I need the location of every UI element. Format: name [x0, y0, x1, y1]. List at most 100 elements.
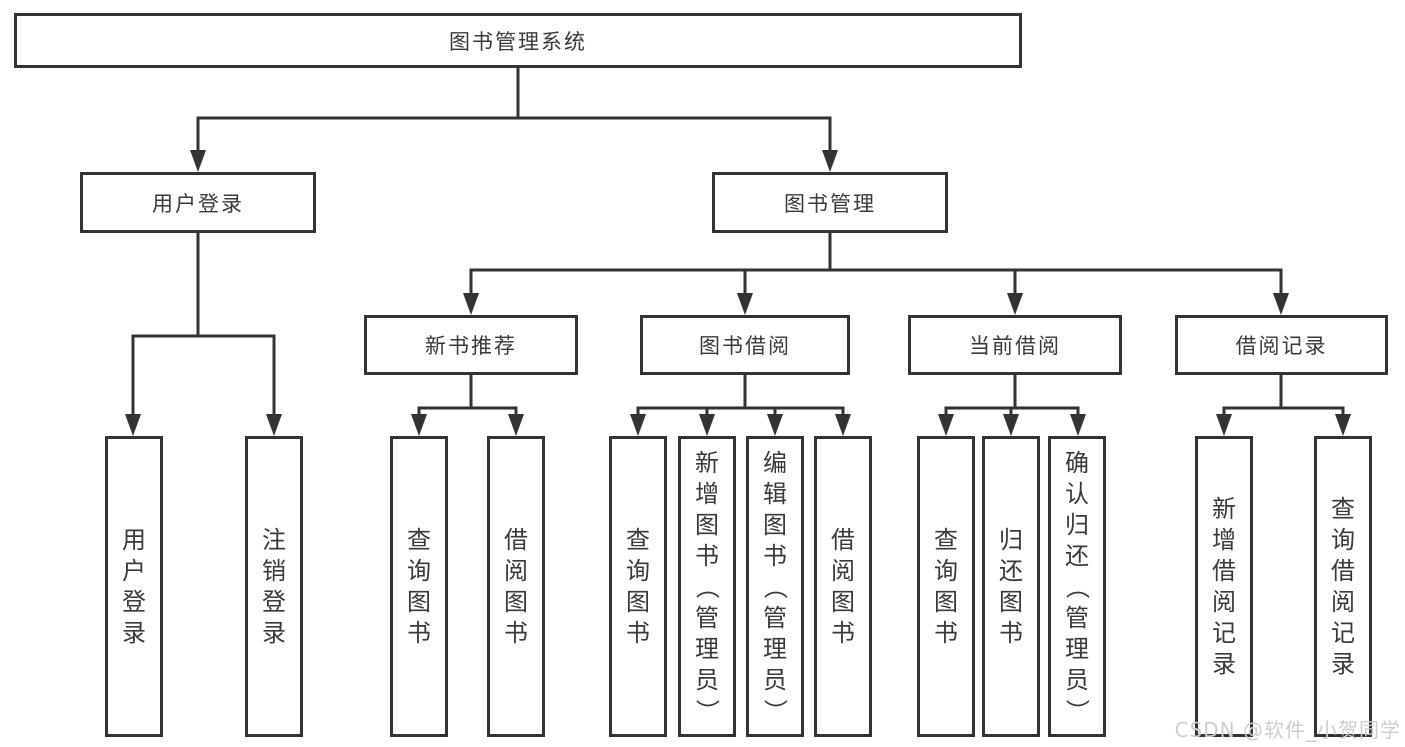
leaf-return-book: 归还图书: [982, 436, 1040, 737]
node-borrow-records-label: 借阅记录: [1235, 334, 1328, 358]
vertical-char: 借: [1212, 557, 1236, 585]
vertical-char: 图: [407, 588, 431, 616]
vertical-char: 查: [1331, 495, 1355, 523]
leaf-edit-book-admin-label: 编辑图书（管理员）: [749, 439, 801, 734]
vertical-char: 员: [695, 665, 719, 694]
vertical-char: 查: [407, 526, 431, 554]
arrowhead-down-icon: [1273, 293, 1289, 315]
leaf-borrow-books-recommend: 借阅图书: [487, 436, 545, 737]
node-book-management-label: 图书管理: [784, 191, 876, 216]
vertical-char: 书: [831, 619, 855, 647]
arrowhead-down-icon: [1216, 414, 1232, 436]
vertical-char: 图: [999, 588, 1023, 616]
vertical-char: （: [761, 574, 789, 599]
vertical-char: 录: [122, 619, 146, 647]
leaf-borrow-books-label: 借阅图书: [817, 439, 869, 734]
leaf-query-books-current: 查询图书: [917, 436, 975, 737]
vertical-char: 注: [262, 526, 286, 554]
vertical-char: 图: [504, 588, 528, 616]
vertical-char: 登: [122, 588, 146, 616]
vertical-char: 用: [122, 526, 146, 554]
node-book-borrow-label: 图书借阅: [699, 334, 791, 358]
vertical-char: ）: [1063, 698, 1091, 723]
vertical-char: 借: [504, 526, 528, 554]
vertical-char: 归: [999, 526, 1023, 554]
arrowhead-down-icon: [630, 414, 646, 436]
vertical-char: 书: [504, 619, 528, 647]
arrowhead-down-icon: [266, 414, 282, 436]
leaf-query-borrow-record: 查询借阅记录: [1314, 436, 1372, 737]
vertical-char: 销: [262, 557, 286, 585]
vertical-char: 阅: [504, 557, 528, 585]
vertical-char: 认: [1065, 479, 1089, 508]
vertical-char: 书: [934, 619, 958, 647]
vertical-char: 归: [1065, 510, 1089, 539]
leaf-confirm-return-admin: 确认归还（管理员）: [1048, 436, 1106, 737]
arrowhead-down-icon: [508, 414, 524, 436]
vertical-char: 书: [999, 619, 1023, 647]
vertical-char: ）: [761, 698, 789, 723]
node-borrow-records: 借阅记录: [1175, 315, 1388, 375]
vertical-char: 记: [1212, 619, 1236, 647]
node-current-borrow-label: 当前借阅: [969, 334, 1061, 358]
vertical-char: 借: [831, 526, 855, 554]
vertical-char: 增: [1212, 526, 1236, 554]
vertical-char: ）: [693, 698, 721, 723]
vertical-char: 还: [999, 557, 1023, 585]
leaf-confirm-return-admin-label: 确认归还（管理员）: [1051, 439, 1103, 734]
node-book-management: 图书管理: [712, 172, 948, 233]
vertical-char: 书: [695, 541, 719, 570]
node-current-borrow: 当前借阅: [908, 315, 1122, 375]
vertical-char: 图: [831, 588, 855, 616]
vertical-char: 询: [934, 557, 958, 585]
arrowhead-down-icon: [1070, 414, 1086, 436]
vertical-char: 书: [763, 541, 787, 570]
vertical-char: 还: [1065, 541, 1089, 570]
vertical-char: 理: [1065, 634, 1089, 663]
vertical-char: 图: [626, 588, 650, 616]
arrowhead-down-icon: [190, 150, 206, 172]
vertical-char: 管: [763, 603, 787, 632]
vertical-char: 查: [934, 526, 958, 554]
arrowhead-down-icon: [835, 414, 851, 436]
leaf-user-login: 用户登录: [105, 436, 163, 737]
leaf-query-books-borrow: 查询图书: [609, 436, 667, 737]
vertical-char: 图: [934, 588, 958, 616]
arrowhead-down-icon: [699, 414, 715, 436]
vertical-char: 记: [1331, 619, 1355, 647]
vertical-char: 书: [626, 619, 650, 647]
vertical-char: 确: [1065, 448, 1089, 477]
vertical-char: 登: [262, 588, 286, 616]
leaf-add-book-admin-label: 新增图书（管理员）: [681, 439, 733, 734]
leaf-query-borrow-record-label: 查询借阅记录: [1317, 439, 1369, 734]
vertical-char: 图: [763, 510, 787, 539]
vertical-char: 书: [407, 619, 431, 647]
leaf-logout: 注销登录: [245, 436, 303, 737]
vertical-char: 阅: [831, 557, 855, 585]
vertical-char: 查: [626, 526, 650, 554]
node-book-borrow: 图书借阅: [640, 315, 850, 375]
vertical-char: 理: [763, 634, 787, 663]
leaf-return-book-label: 归还图书: [985, 439, 1037, 734]
node-user-login-label: 用户登录: [152, 191, 244, 216]
node-root-label: 图书管理系统: [449, 29, 587, 54]
vertical-char: 编: [763, 448, 787, 477]
leaf-query-books-borrow-label: 查询图书: [612, 439, 664, 734]
vertical-char: （: [1063, 574, 1091, 599]
node-root: 图书管理系统: [14, 13, 1022, 68]
leaf-query-books-recommend: 查询图书: [390, 436, 448, 737]
vertical-char: 询: [626, 557, 650, 585]
arrowhead-down-icon: [767, 414, 783, 436]
vertical-char: 借: [1331, 557, 1355, 585]
node-new-book-recommend: 新书推荐: [364, 315, 578, 375]
leaf-query-books-current-label: 查询图书: [920, 439, 972, 734]
leaf-query-books-recommend-label: 查询图书: [393, 439, 445, 734]
leaf-borrow-books: 借阅图书: [814, 436, 872, 737]
arrowhead-down-icon: [1007, 293, 1023, 315]
leaf-user-login-label: 用户登录: [108, 439, 160, 734]
vertical-char: 员: [763, 665, 787, 694]
leaf-edit-book-admin: 编辑图书（管理员）: [746, 436, 804, 737]
node-new-book-recommend-label: 新书推荐: [425, 334, 517, 358]
vertical-char: 管: [1065, 603, 1089, 632]
